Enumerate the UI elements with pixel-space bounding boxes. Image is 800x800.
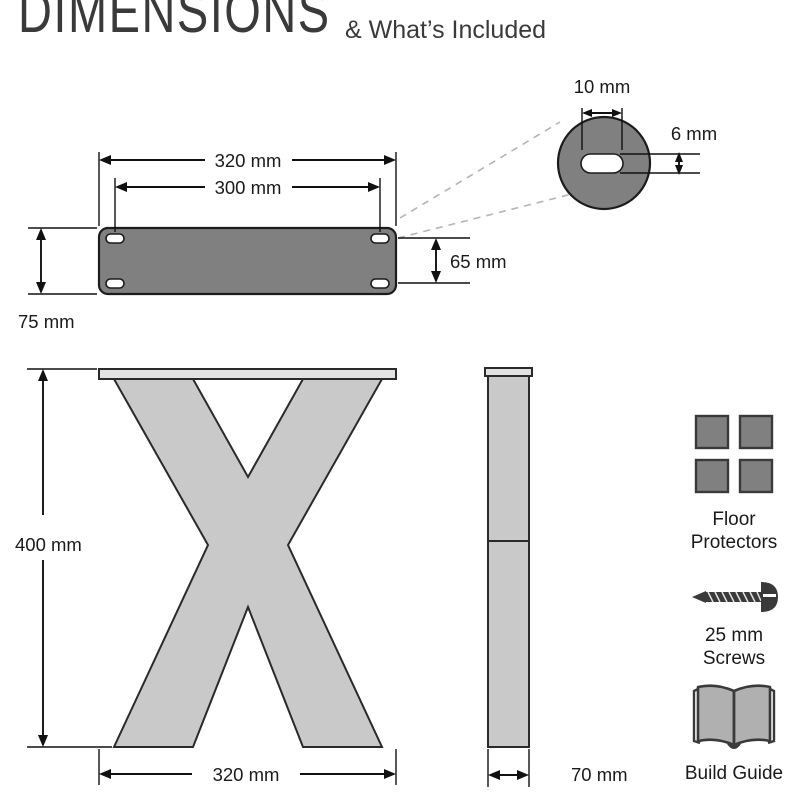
slot-width-label: 10 mm [574, 76, 631, 97]
plate-overall-height-dimension [36, 228, 46, 294]
included-items-panel: Floor Protectors 25 mm Screws [685, 414, 783, 784]
page-header: DIMENSIONS & What’s Included [18, 0, 546, 45]
build-guide-book-icon [692, 684, 776, 749]
callout-leader-lower [397, 193, 573, 239]
leg-height-dimension [38, 369, 48, 747]
leg-top-cap [98, 368, 397, 380]
side-view-width-dimension [488, 770, 529, 780]
leg-base-width-label: 320 mm [213, 764, 280, 785]
plate-hole-spacing-width-dimension [115, 182, 380, 192]
plate-slot-top-right [370, 233, 390, 244]
plate-hole-spacing-height-label: 65 mm [450, 251, 507, 272]
x-leg-front-view: 400 mm 320 mm [15, 368, 397, 785]
side-view-width-label: 70 mm [571, 764, 628, 785]
plate-slot-bottom-right [370, 278, 390, 289]
screw-icon [692, 582, 778, 612]
plate-overall-height-label: 75 mm [18, 311, 75, 332]
side-view-top-cap [484, 367, 533, 377]
washer-slot [580, 153, 624, 174]
floor-protectors-icon [694, 414, 774, 494]
side-view-body [487, 375, 530, 748]
included-item-screws: 25 mm Screws [692, 582, 778, 669]
x-leg-body [112, 378, 384, 748]
slot-height-dimension-arrow [675, 152, 683, 175]
leg-height-label: 400 mm [15, 534, 82, 555]
callout-leader-upper [399, 121, 561, 219]
x-leg-side-view: 70 mm [484, 367, 628, 787]
screws-label-line1: 25 mm [705, 625, 763, 646]
plate-overall-width-dimension [99, 155, 396, 165]
mounting-plate-top-view: 320 mm 300 mm 75 mm 65 mm [18, 150, 507, 332]
plate-slot-top-left [105, 233, 125, 244]
floor-protectors-label-line1: Floor [712, 509, 756, 530]
leg-base-width-dimension [99, 769, 396, 779]
page-title: DIMENSIONS [18, 0, 331, 45]
plate-hole-spacing-width-label: 300 mm [215, 177, 282, 198]
screws-label-line2: Screws [703, 648, 765, 669]
floor-protectors-label-line2: Protectors [691, 532, 778, 553]
slot-detail-callout: 10 mm 6 mm [397, 76, 717, 239]
plate-slot-bottom-left [105, 278, 125, 289]
build-guide-label-line1: Build Guide [685, 763, 783, 784]
slot-width-dimension-arrow [582, 109, 622, 117]
page-subtitle: & What’s Included [345, 16, 546, 44]
plate-body [97, 226, 398, 296]
plate-overall-width-label: 320 mm [215, 150, 282, 171]
included-item-floor-protectors: Floor Protectors [691, 414, 778, 553]
included-item-build-guide: Build Guide [685, 684, 783, 784]
plate-hole-spacing-height-dimension [431, 238, 441, 283]
slot-height-label: 6 mm [671, 123, 717, 144]
